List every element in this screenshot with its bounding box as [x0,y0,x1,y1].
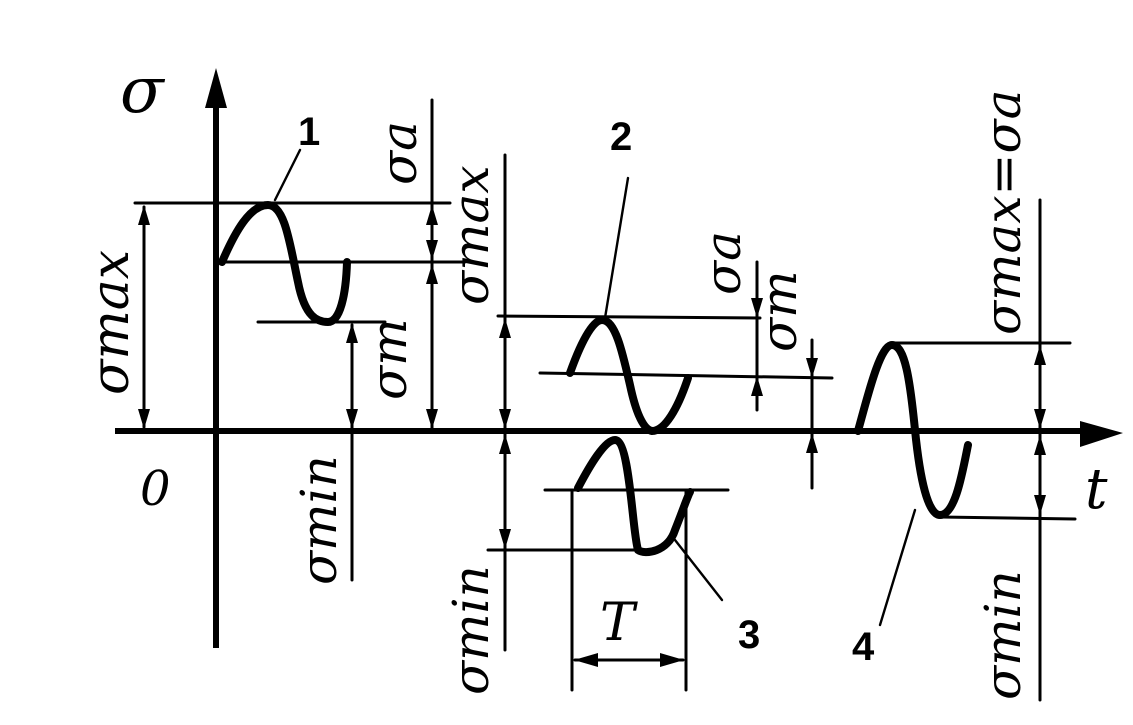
sigma-max-2-label: σmax [442,165,500,305]
curve-2-label: 2 [610,115,632,159]
arrowhead [346,409,358,429]
arrowhead [751,376,763,396]
arrowhead [499,529,511,549]
sigma-max-eq-a-4-label: σmax=σa [974,90,1032,335]
arrowhead [1034,409,1046,429]
curve-4-label: 4 [852,625,875,669]
arrowhead [499,318,511,338]
arrowhead [426,240,438,260]
arrowhead [426,264,438,284]
curve-1-label: 1 [298,110,320,154]
arrowhead [660,653,684,667]
curve-4 [854,341,972,519]
arrowhead [346,323,358,343]
arrowhead [1034,495,1046,515]
sigma-a-1-label: σa [370,121,428,185]
arrowhead [806,358,818,378]
curve-2-max-line [496,314,762,320]
time-axis-arrowhead [1080,421,1123,447]
curve-2-mean-line [538,371,834,380]
sigma-m-1-label: σm [360,318,418,400]
arrowhead [574,653,598,667]
curve-3-leader [673,538,724,602]
arrowhead [499,409,511,429]
arrowhead [426,409,438,429]
sigma-a-2-label: σa [694,231,752,295]
curve-2 [566,316,692,435]
arrowhead [1034,345,1046,365]
origin-label: 0 [140,461,171,517]
curve-1-leader [273,148,302,202]
arrowhead [426,205,438,225]
arrowhead [806,433,818,453]
sigma-axis-arrowhead [205,68,227,108]
arrowhead [138,205,150,225]
period-label: T [600,593,638,653]
sigma-min-4-label: σmin [974,570,1032,700]
curve-3-label: 3 [738,613,760,657]
sigma-min-3-label: σmin [442,565,500,695]
curve-4-min-line [938,515,1077,521]
sigma-m-2-label: σm [750,270,808,352]
curve-3 [574,436,694,557]
arrowhead [499,434,511,454]
curve-4-leader [878,508,917,627]
sigma-min-1-label: σmin [290,455,348,585]
sigma-max-1-label: σmax [81,250,141,395]
arrowhead [751,298,763,318]
curve-2-leader [603,176,630,320]
arrowhead [138,409,150,429]
arrowhead [1034,435,1046,455]
sigma-axis-label: σ [120,54,166,128]
curve-1 [218,201,351,326]
time-axis-label: t [1085,457,1108,522]
